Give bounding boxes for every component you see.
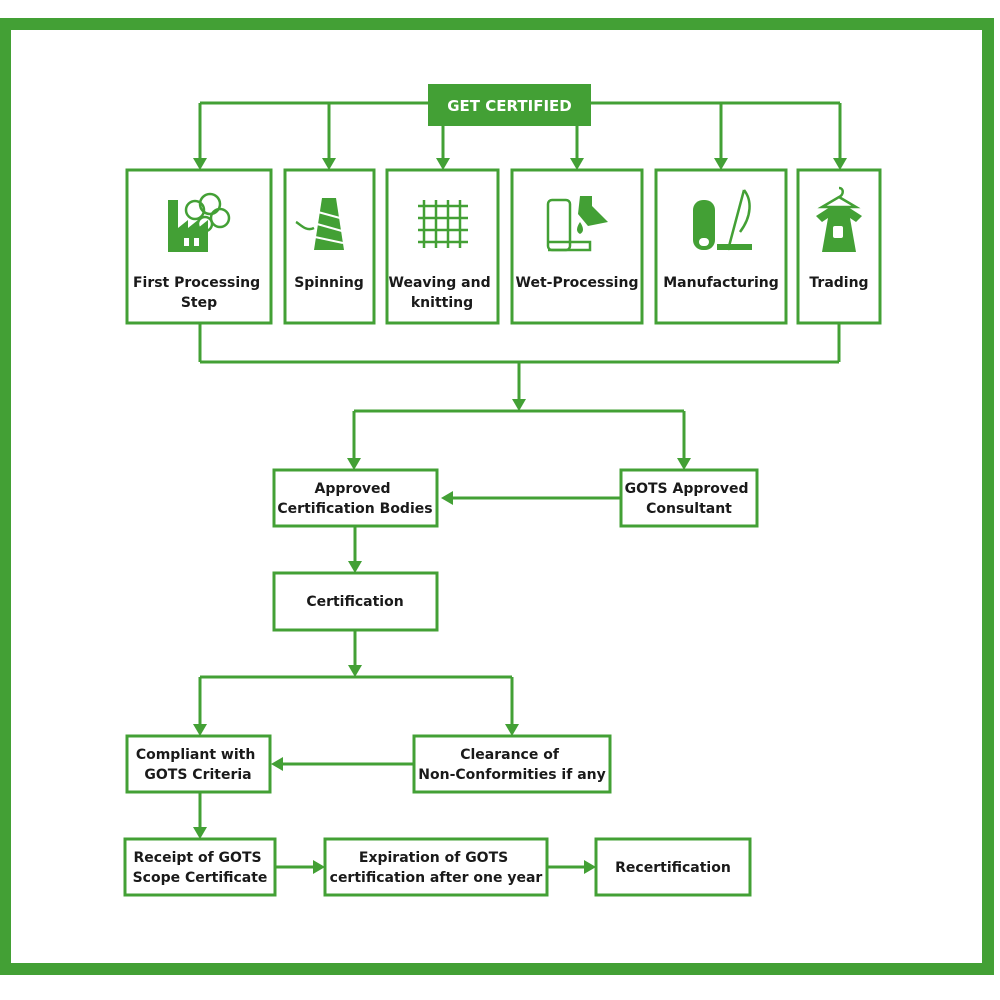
arrow-down-wet bbox=[570, 158, 584, 170]
stage-first: First Processing Step bbox=[125, 168, 273, 325]
arrow-down-weaving bbox=[436, 158, 450, 170]
step-box-approved bbox=[272, 468, 439, 528]
stage-label-manufacturing: Manufacturing bbox=[663, 275, 779, 291]
stage-box-wet bbox=[510, 168, 644, 325]
stage-label-weaving: Weaving and knitting bbox=[389, 275, 496, 311]
stage-weaving: Weaving and knitting bbox=[385, 168, 500, 325]
arrow-left-compliant bbox=[271, 757, 283, 771]
fabric-dye-flask-icon bbox=[546, 196, 608, 252]
stage-label-trading: Trading bbox=[809, 275, 868, 291]
step-label-expiration: Expiration of GOTS certification after o… bbox=[330, 850, 543, 886]
step-box-consultant bbox=[619, 468, 759, 528]
step-label-recertification: Recertification bbox=[615, 860, 731, 876]
stage-wet: Wet-Processing bbox=[510, 168, 644, 325]
step-label-consultant: GOTS Approved Consultant bbox=[625, 481, 754, 517]
stage-spinning: Spinning bbox=[283, 168, 376, 325]
step-label-clearance: Clearance of Non-Conformities if any bbox=[418, 747, 605, 783]
step-certification: Certification bbox=[272, 571, 439, 632]
step-box-compliant bbox=[125, 734, 272, 794]
arrow-down-consultant bbox=[677, 458, 691, 470]
arrow-down-clearance bbox=[505, 724, 519, 736]
header-label: GET CERTIFIED bbox=[447, 97, 571, 115]
arrow-down-approved bbox=[347, 458, 361, 470]
get-certified-header: GET CERTIFIED bbox=[428, 84, 591, 126]
outer-border bbox=[0, 18, 994, 975]
step-label-receipt: Receipt of GOTS Scope Certificate bbox=[133, 850, 268, 886]
step-box-receipt bbox=[123, 837, 277, 897]
arrowheads bbox=[193, 158, 847, 874]
stage-box-first bbox=[125, 168, 273, 325]
step-box-clearance bbox=[412, 734, 612, 794]
factory-cotton-icon bbox=[168, 192, 231, 252]
step-label-compliant: Compliant with GOTS Criteria bbox=[136, 747, 260, 783]
arrow-down-manufacturing bbox=[714, 158, 728, 170]
step-box-recertification bbox=[594, 837, 752, 897]
fabric-roll-needle-icon bbox=[693, 189, 752, 251]
arrow-down-spinning bbox=[322, 158, 336, 170]
stage-label-wet: Wet-Processing bbox=[516, 275, 639, 291]
arrow-right-expiration bbox=[313, 860, 325, 874]
stage-box-weaving bbox=[385, 168, 500, 325]
dress-hanger-tag-icon bbox=[816, 186, 862, 252]
arrow-down-receipt bbox=[193, 827, 207, 839]
arrow-down-compliant bbox=[193, 724, 207, 736]
stage-label-first: First Processing Step bbox=[133, 275, 265, 311]
step-recertification: Recertification bbox=[594, 837, 752, 897]
arrow-right-recert bbox=[584, 860, 596, 874]
arrow-left-approved bbox=[441, 491, 453, 505]
arrow-down-merge bbox=[512, 399, 526, 411]
step-label-approved: Approved Certification Bodies bbox=[277, 481, 432, 517]
header-box bbox=[428, 84, 591, 126]
thread-spool-icon bbox=[295, 198, 344, 250]
arrow-down-split bbox=[348, 665, 362, 677]
step-clearance: Clearance of Non-Conformities if any bbox=[412, 734, 612, 794]
stage-label-spinning: Spinning bbox=[294, 275, 364, 291]
woven-fabric-icon bbox=[418, 200, 468, 248]
arrow-down-first bbox=[193, 158, 207, 170]
stage-trading: Trading bbox=[796, 168, 882, 325]
arrow-down-trading bbox=[833, 158, 847, 170]
step-box-certification bbox=[272, 571, 439, 632]
step-receipt: Receipt of GOTS Scope Certificate bbox=[123, 837, 277, 897]
step-box-expiration bbox=[323, 837, 549, 897]
step-approved: Approved Certification Bodies bbox=[272, 468, 439, 528]
arrow-down-certification bbox=[348, 561, 362, 573]
step-consultant: GOTS Approved Consultant bbox=[619, 468, 759, 528]
step-label-certification: Certification bbox=[306, 594, 403, 610]
stage-manufacturing: Manufacturing bbox=[654, 168, 788, 325]
step-compliant: Compliant with GOTS Criteria bbox=[125, 734, 272, 794]
step-expiration: Expiration of GOTS certification after o… bbox=[323, 837, 549, 897]
